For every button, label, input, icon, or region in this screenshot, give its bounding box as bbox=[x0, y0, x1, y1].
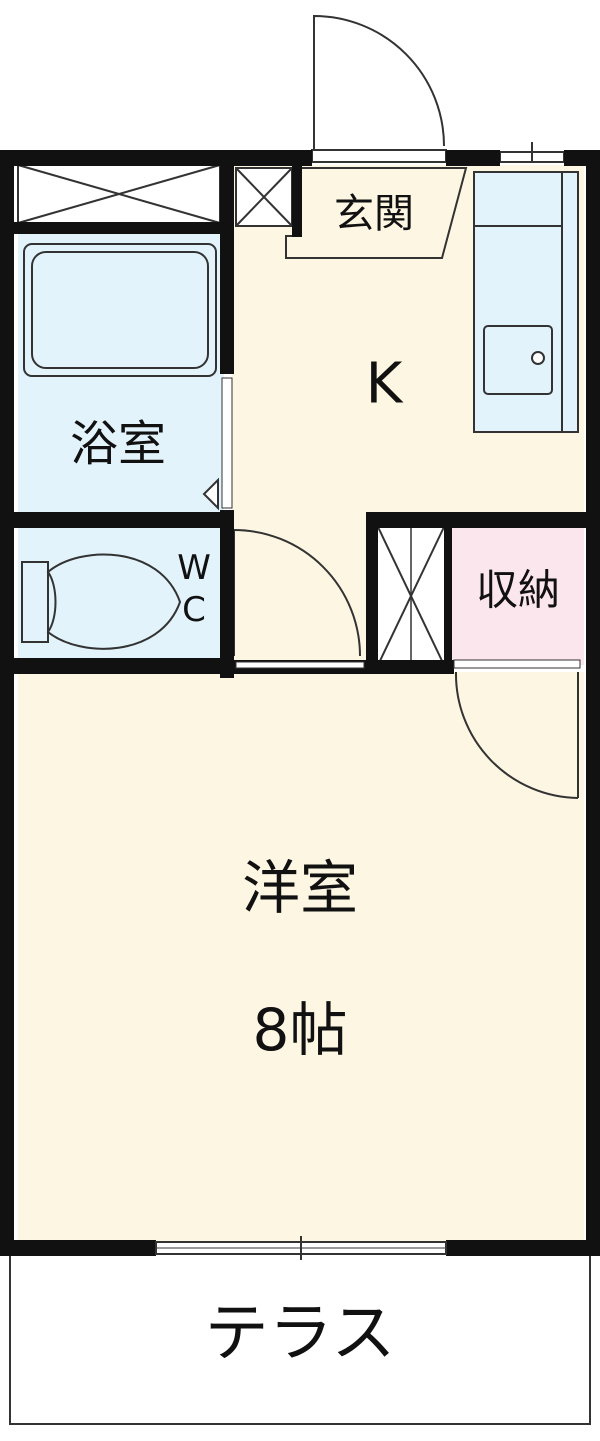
wc-doorway bbox=[235, 661, 365, 669]
upper-shelf-x2 bbox=[17, 164, 221, 224]
kitchen-label: K bbox=[366, 352, 404, 417]
wc-label-w: W bbox=[177, 548, 211, 588]
sink-drain-icon bbox=[531, 351, 545, 365]
western-room-label: 洋室 bbox=[242, 854, 358, 922]
wc-door-swing bbox=[233, 529, 361, 657]
storage-label: 収納 bbox=[476, 566, 560, 615]
storage-doorway bbox=[453, 659, 581, 669]
bathtub-inner bbox=[31, 251, 209, 369]
toilet-tank bbox=[21, 561, 49, 643]
entrance-door-swing bbox=[313, 14, 445, 150]
bath-doorway bbox=[221, 377, 233, 509]
wc-label-c: C bbox=[182, 590, 206, 630]
hallway-floor bbox=[232, 517, 372, 672]
kitchen-counter-inner bbox=[473, 171, 563, 433]
terrace-area bbox=[9, 1251, 591, 1425]
western-room-size-label: 8帖 bbox=[253, 996, 348, 1064]
small-shelf-x2 bbox=[235, 167, 293, 227]
kitchen-sink bbox=[483, 325, 553, 395]
bath-label: 浴室 bbox=[70, 416, 166, 472]
toilet-bowl bbox=[46, 553, 182, 650]
storage-door-swing bbox=[454, 671, 579, 799]
storage-floor bbox=[452, 527, 584, 665]
genkan-label: 玄関 bbox=[334, 191, 414, 237]
walls bbox=[0, 150, 600, 1256]
western-room-floor bbox=[18, 672, 584, 1242]
entrance-threshold bbox=[311, 149, 447, 163]
bath-drain-icon bbox=[202, 477, 219, 511]
terrace-label: テラス bbox=[205, 1297, 396, 1371]
